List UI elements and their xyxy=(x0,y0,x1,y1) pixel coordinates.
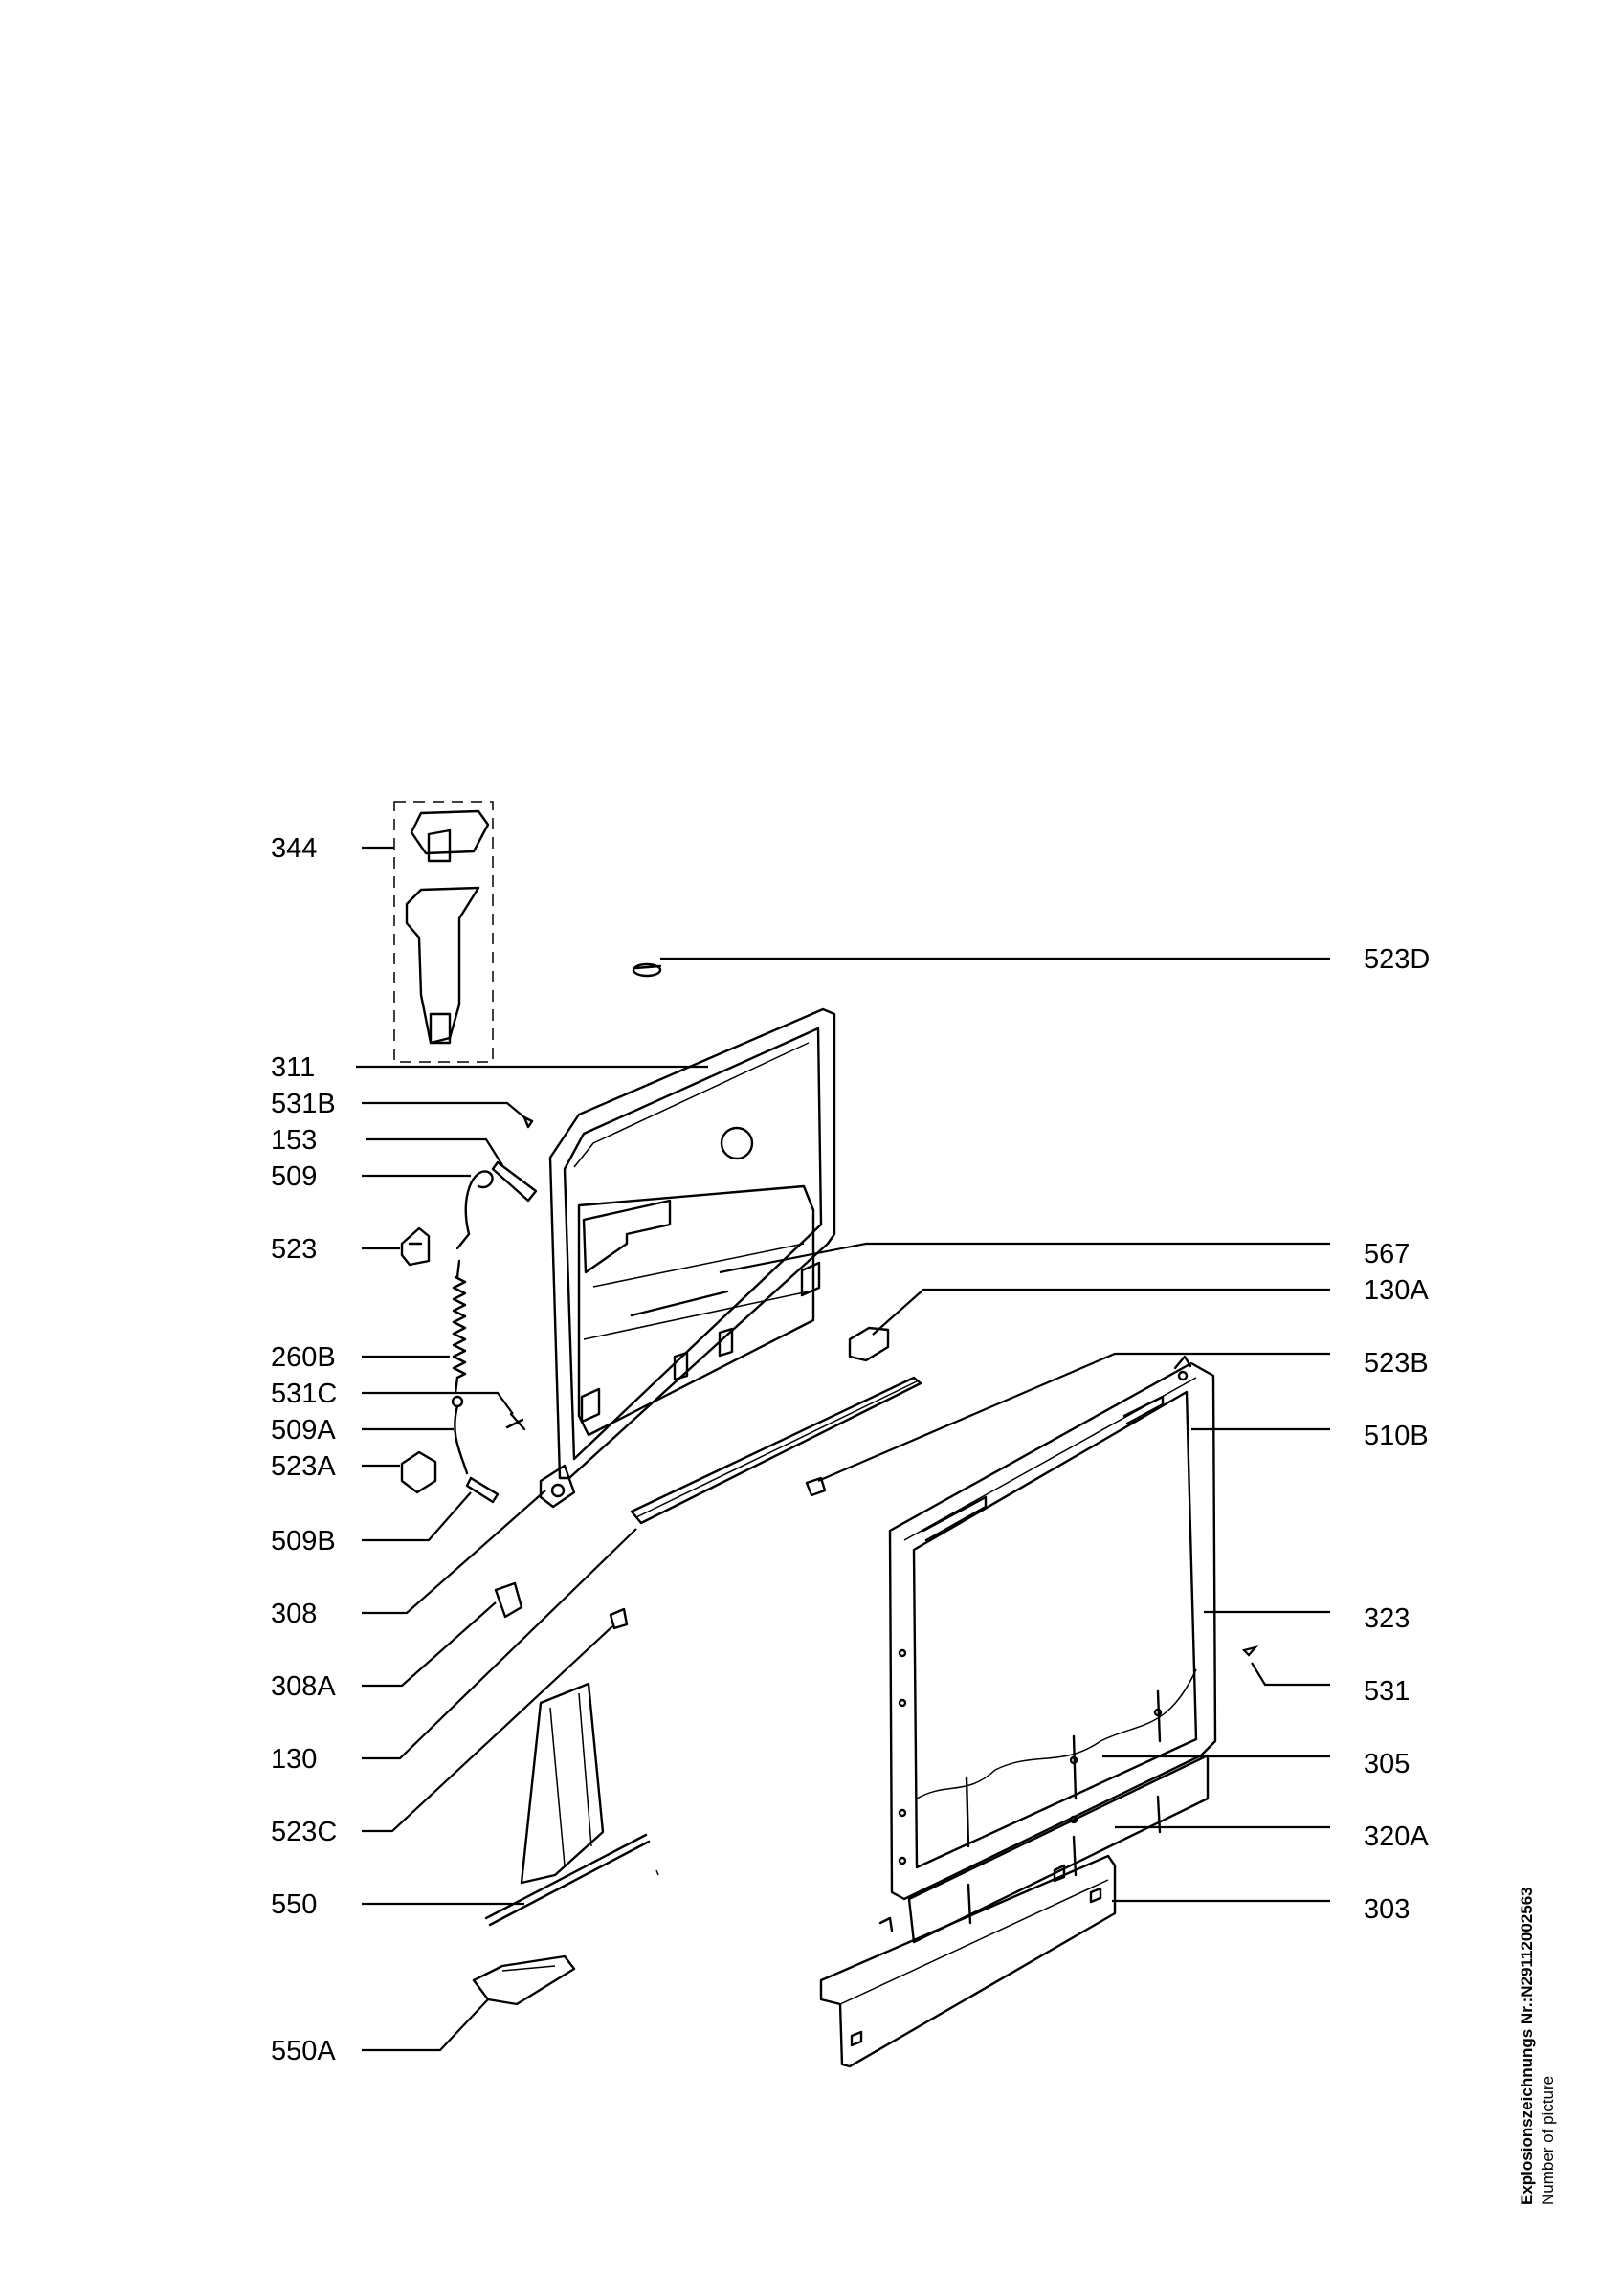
part-509-cable-drawing xyxy=(455,1170,494,1250)
label-531: 531 xyxy=(1364,1676,1410,1707)
label-320A: 320A xyxy=(1364,1821,1429,1852)
part-308A-bracket-drawing xyxy=(494,1581,523,1619)
label-531C: 531C xyxy=(271,1379,337,1409)
label-523D: 523D xyxy=(1364,944,1430,975)
part-550A-foot-piece-drawing xyxy=(472,1954,576,2006)
leader-lines xyxy=(356,846,1330,2052)
part-308-hinge-drawing xyxy=(539,1464,576,1509)
picture-number-label: Explosionszeichnungs Nr.: xyxy=(1518,1997,1536,2205)
picture-number-note: Explosionszeichnungs Nr.:N29112002563 Nu… xyxy=(1517,1708,1574,2205)
part-509B-hinge-arm-drawing xyxy=(465,1476,500,1504)
label-130: 130 xyxy=(271,1744,317,1775)
part-320A-lower-panel-drawing xyxy=(907,1754,1210,1944)
part-509A-cable-drawing xyxy=(451,1395,469,1475)
label-509A: 509A xyxy=(271,1415,336,1446)
label-523C: 523C xyxy=(271,1817,337,1847)
label-305: 305 xyxy=(1364,1749,1410,1779)
part-510B-outer-door-panel-drawing xyxy=(888,1355,1217,1901)
part-153-rod-drawing xyxy=(491,1160,538,1203)
label-523: 523 xyxy=(271,1234,317,1265)
part-130-strip-drawing xyxy=(630,1376,922,1525)
picture-number-value: N29112002563 xyxy=(1518,1887,1536,1998)
label-153: 153 xyxy=(271,1125,317,1156)
part-305-decor-panel-drawing xyxy=(916,1668,1197,1848)
label-550A: 550A xyxy=(271,2036,336,2066)
part-523C-clip-drawing xyxy=(609,1607,629,1630)
label-308A: 308A xyxy=(271,1671,336,1702)
part-303-kick-plate-drawing xyxy=(819,1854,1117,2068)
label-531B: 531B xyxy=(271,1089,336,1119)
picture-number-line: Explosionszeichnungs Nr.:N29112002563 xyxy=(1517,1708,1538,2205)
label-550: 550 xyxy=(271,1889,317,1920)
part-523D-clip-drawing xyxy=(632,962,662,978)
label-344: 344 xyxy=(271,833,317,864)
label-308: 308 xyxy=(271,1599,317,1629)
part-260B-spring-drawing xyxy=(452,1259,467,1395)
part-130A-block-drawing xyxy=(848,1326,890,1362)
label-130A: 130A xyxy=(1364,1275,1429,1306)
label-509B: 509B xyxy=(271,1526,336,1556)
label-509: 509 xyxy=(271,1161,317,1192)
label-303: 303 xyxy=(1364,1894,1410,1925)
label-260B: 260B xyxy=(271,1342,336,1373)
label-523A: 523A xyxy=(271,1451,336,1482)
part-523A-clip-drawing xyxy=(400,1450,437,1494)
labels-right: 523D 567 130A 523B 510B 323 531 305 320A… xyxy=(1364,944,1430,1925)
label-567: 567 xyxy=(1364,1239,1410,1269)
label-311: 311 xyxy=(271,1052,315,1083)
label-523B: 523B xyxy=(1364,1348,1429,1379)
number-of-picture-caption: Number of picture xyxy=(1539,2075,1557,2205)
part-523-clip-drawing xyxy=(400,1226,431,1267)
part-344-hinge-bracket-drawing xyxy=(393,801,494,1063)
part-531C-screw-drawing xyxy=(505,1412,526,1431)
label-323: 323 xyxy=(1364,1603,1410,1634)
label-510B: 510B xyxy=(1364,1421,1429,1451)
part-523B-clip-drawing xyxy=(805,1476,827,1497)
part-311-inner-door-frame-drawing xyxy=(548,1007,836,1480)
labels-left: 344 311 531B 153 509 523 260B 531C 509A … xyxy=(271,833,337,2066)
part-531B-screw-drawing xyxy=(522,1115,534,1129)
